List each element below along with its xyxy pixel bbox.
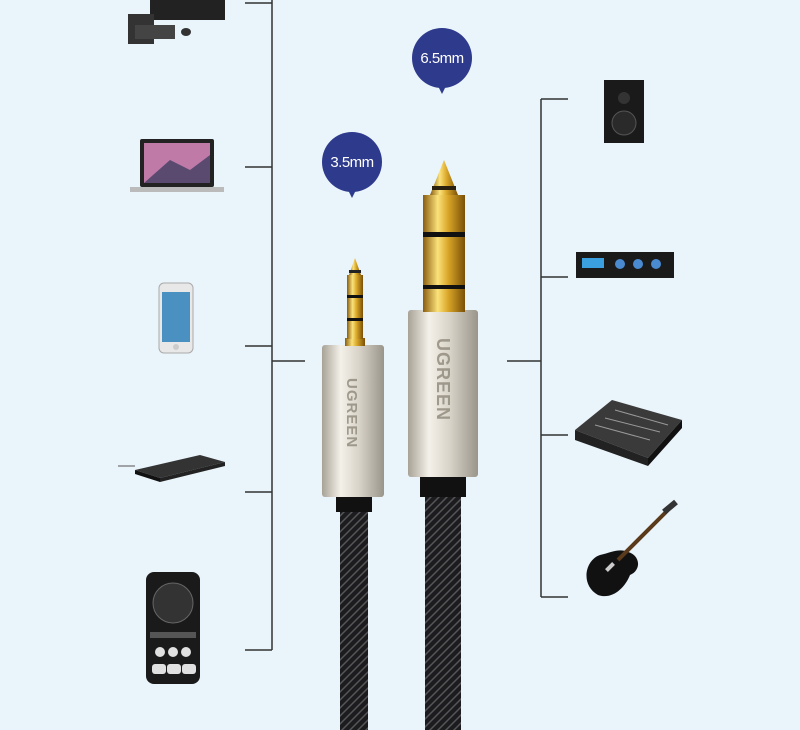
mp3-player-icon [146,572,200,684]
left-bracket [245,0,305,651]
amplifier-icon [576,252,674,278]
speaker-icon [604,80,644,143]
laptop-icon [130,139,224,192]
label-6-5mm-bubble: 6.5mm [412,28,472,94]
right-bracket [507,98,568,598]
electric-guitar-icon [586,499,678,597]
mixer-icon [575,400,682,466]
brand-label-6-5mm: UGREEN [433,338,453,422]
brand-label-3-5mm: UGREEN [343,378,360,449]
desktop-computer-icon [128,0,225,44]
plug-6-5mm [408,160,478,730]
dvd-player-icon [118,455,225,482]
label-3-5mm-bubble: 3.5mm [322,132,382,198]
smartphone-icon [158,282,194,354]
plug-3-5mm [322,258,384,730]
